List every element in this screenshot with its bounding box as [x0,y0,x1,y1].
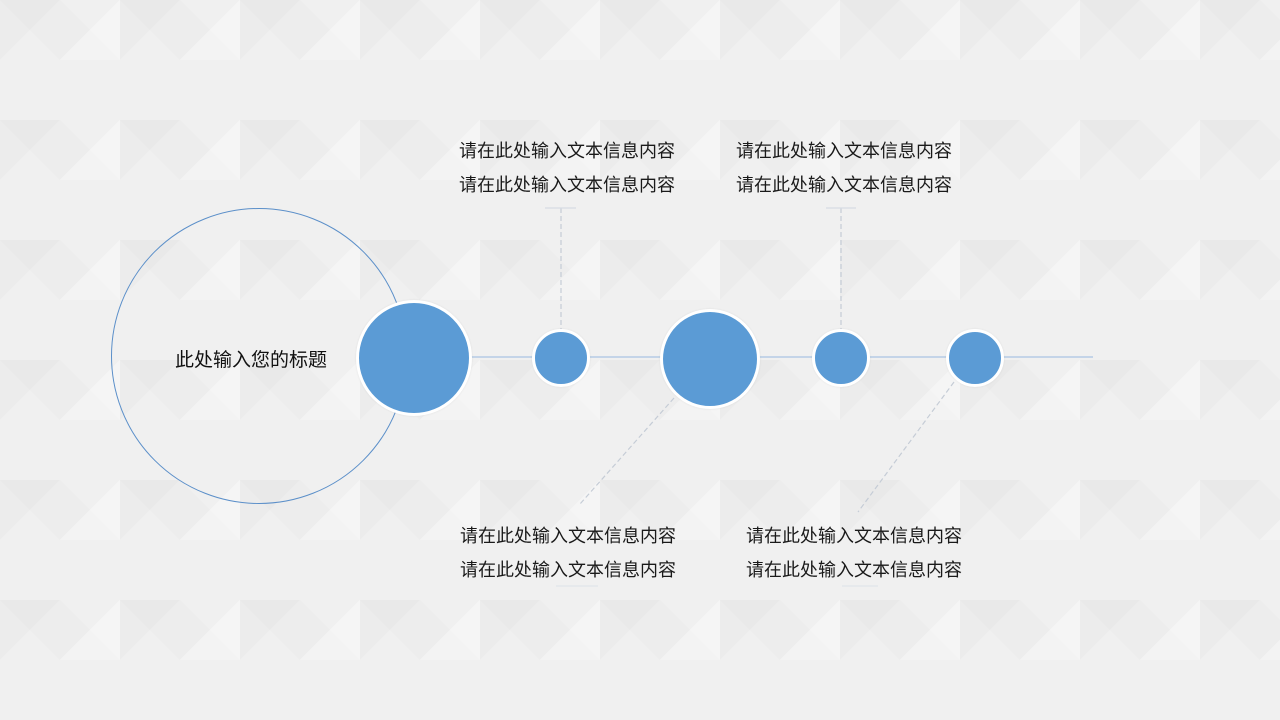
text-block-top-left[interactable]: 请在此处输入文本信息内容 请在此处输入文本信息内容 [459,135,675,203]
timeline-node-3[interactable] [660,309,760,409]
text-line: 请在此处输入文本信息内容 [736,141,952,162]
text-block-bottom-left[interactable]: 请在此处输入文本信息内容 请在此处输入文本信息内容 [460,520,676,588]
text-line: 请在此处输入文本信息内容 [460,526,676,547]
text-line: 请在此处输入文本信息内容 [460,560,676,581]
timeline-node-1[interactable] [356,300,472,416]
text-line: 请在此处输入文本信息内容 [746,526,962,547]
text-line: 请在此处输入文本信息内容 [459,141,675,162]
text-line: 请在此处输入文本信息内容 [746,560,962,581]
slide-title[interactable]: 此处输入您的标题 [175,349,328,371]
timeline-node-5[interactable] [946,329,1004,387]
text-line: 请在此处输入文本信息内容 [736,175,952,196]
connector-bottom-right [857,381,955,513]
connector-bottom-left [579,397,675,505]
text-block-top-right[interactable]: 请在此处输入文本信息内容 请在此处输入文本信息内容 [736,135,952,203]
text-line: 请在此处输入文本信息内容 [459,175,675,196]
timeline-node-2[interactable] [532,329,590,387]
timeline-node-4[interactable] [812,329,870,387]
text-block-bottom-right[interactable]: 请在此处输入文本信息内容 请在此处输入文本信息内容 [746,520,962,588]
